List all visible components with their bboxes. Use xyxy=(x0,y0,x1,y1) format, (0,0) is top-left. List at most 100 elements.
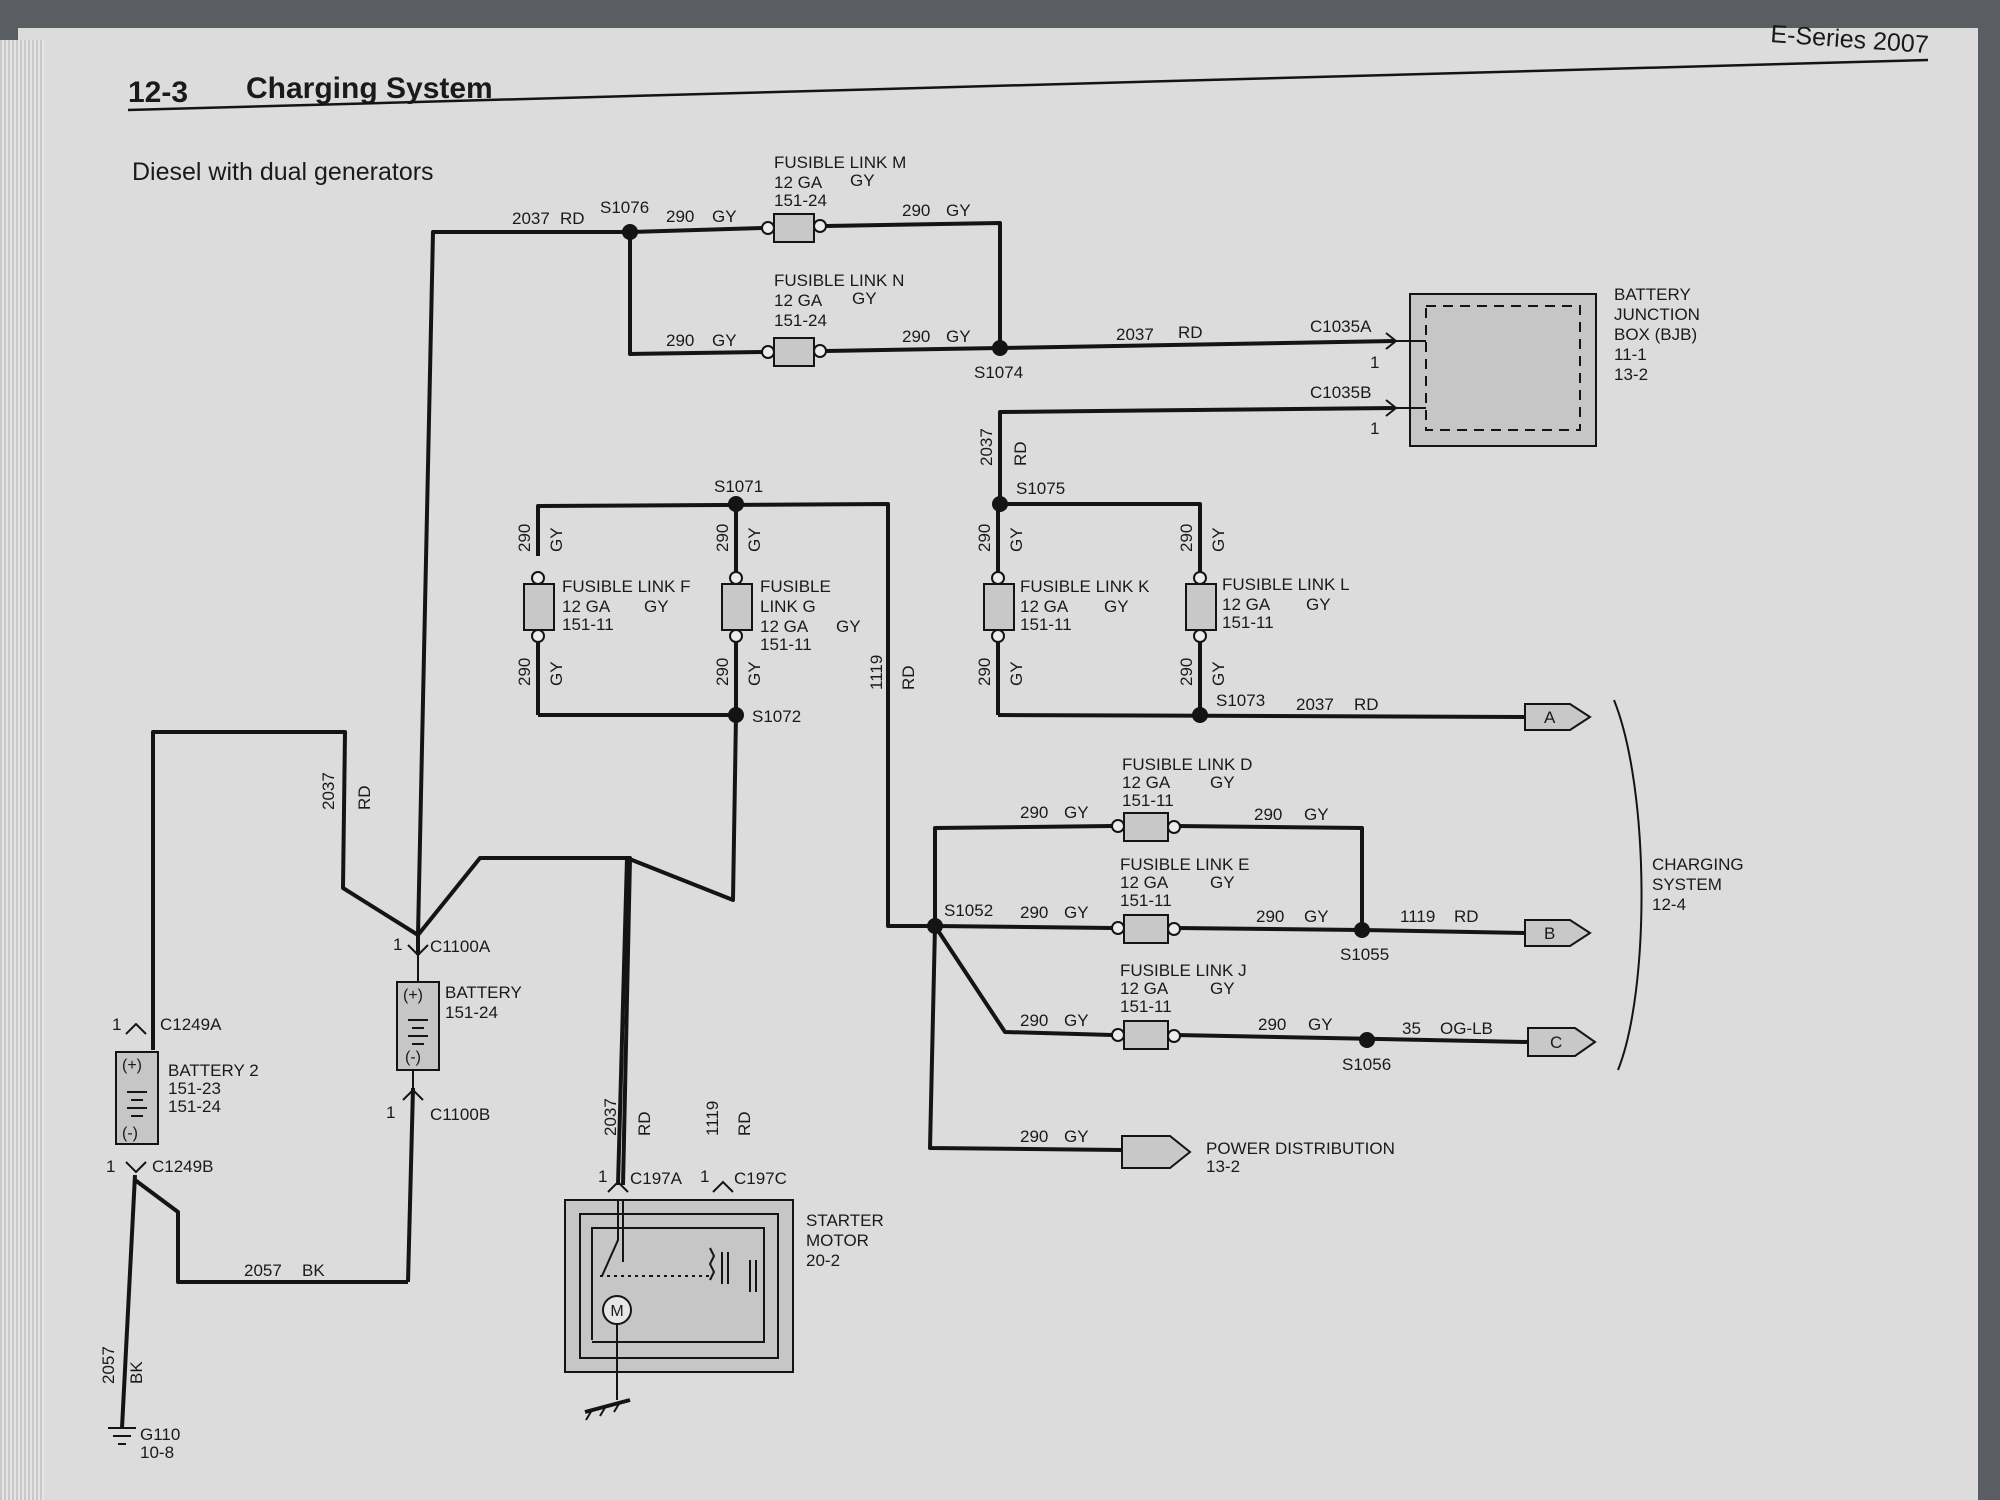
svg-text:GY: GY xyxy=(1007,661,1026,686)
svg-text:12 GA: 12 GA xyxy=(1020,597,1069,616)
svg-text:RD: RD xyxy=(1011,441,1030,466)
battery-junction-box xyxy=(1385,293,1597,447)
svg-text:GY: GY xyxy=(745,527,764,552)
fusible-link-f xyxy=(523,583,555,631)
svg-text:GY: GY xyxy=(1209,527,1228,552)
svg-text:S1072: S1072 xyxy=(752,707,801,726)
svg-text:290: 290 xyxy=(666,207,694,226)
ground-symbol xyxy=(108,1427,136,1445)
fusible-link-e xyxy=(1123,914,1169,944)
starter-motor-m: M xyxy=(610,1303,623,1320)
svg-text:RD: RD xyxy=(899,665,918,690)
diagram-subtitle: Diesel with dual generators xyxy=(132,158,434,186)
offpage-c xyxy=(1527,1027,1597,1057)
svg-text:C1035A: C1035A xyxy=(1310,317,1372,336)
svg-text:(-): (-) xyxy=(405,1049,421,1066)
svg-text:GY: GY xyxy=(1064,903,1089,922)
svg-text:1: 1 xyxy=(598,1167,607,1186)
svg-text:GY: GY xyxy=(745,661,764,686)
wire-2037-rd-starter xyxy=(416,856,632,1186)
svg-text:SYSTEM: SYSTEM xyxy=(1652,875,1722,894)
wire-2037-rd-s1075 xyxy=(998,406,1396,504)
svg-text:12 GA: 12 GA xyxy=(1120,979,1169,998)
svg-text:151-24: 151-24 xyxy=(168,1097,221,1116)
svg-text:290: 290 xyxy=(666,331,694,350)
svg-text:12 GA: 12 GA xyxy=(1120,873,1169,892)
battery2-symbol xyxy=(115,1022,159,1174)
page-number: 12-3 xyxy=(128,76,188,109)
svg-text:290: 290 xyxy=(1254,805,1282,824)
wire-2057-bk xyxy=(133,1178,408,1284)
svg-text:GY: GY xyxy=(1064,1127,1089,1146)
svg-text:1: 1 xyxy=(106,1157,115,1176)
svg-text:RD: RD xyxy=(1354,695,1379,714)
svg-text:290: 290 xyxy=(975,524,994,552)
wire-290-gy-n-in xyxy=(628,232,763,356)
svg-text:290: 290 xyxy=(515,658,534,686)
svg-text:1: 1 xyxy=(700,1167,709,1186)
svg-text:C1249B: C1249B xyxy=(152,1157,213,1176)
svg-text:RD: RD xyxy=(560,209,585,228)
svg-text:FUSIBLE LINK F: FUSIBLE LINK F xyxy=(562,577,690,596)
starter-motor: M xyxy=(564,1180,794,1421)
fusible-link-k xyxy=(983,583,1015,631)
svg-text:BATTERY: BATTERY xyxy=(445,983,522,1002)
svg-text:S1056: S1056 xyxy=(1342,1055,1391,1074)
svg-text:S1075: S1075 xyxy=(1016,479,1065,498)
svg-text:GY: GY xyxy=(547,661,566,686)
svg-text:RD: RD xyxy=(1178,323,1203,342)
svg-text:290: 290 xyxy=(1020,803,1048,822)
svg-text:B: B xyxy=(1544,924,1555,943)
svg-text:151-11: 151-11 xyxy=(1020,615,1072,634)
svg-text:STARTER: STARTER xyxy=(806,1211,884,1230)
svg-text:290: 290 xyxy=(713,524,732,552)
svg-text:CHARGING: CHARGING xyxy=(1652,855,1744,874)
battery-symbol xyxy=(396,944,440,1101)
svg-text:151-11: 151-11 xyxy=(760,635,812,654)
svg-text:151-11: 151-11 xyxy=(562,615,614,634)
wire-1119-rd-b xyxy=(1361,928,1526,935)
svg-text:S1055: S1055 xyxy=(1340,945,1389,964)
wire-290-gy-m-out xyxy=(825,221,1002,348)
svg-text:151-11: 151-11 xyxy=(1222,613,1274,632)
svg-text:151-11: 151-11 xyxy=(1120,997,1172,1016)
splice-s1076 xyxy=(622,224,638,240)
svg-text:2037: 2037 xyxy=(512,209,550,228)
svg-text:GY: GY xyxy=(644,597,669,616)
wire-2057-bk-ground xyxy=(120,1174,137,1429)
series-label: E-Series 2007 xyxy=(1770,20,1930,59)
svg-text:151-11: 151-11 xyxy=(1120,891,1172,910)
svg-text:GY: GY xyxy=(946,327,971,346)
svg-text:151-24: 151-24 xyxy=(774,191,827,210)
svg-text:GY: GY xyxy=(1104,597,1129,616)
svg-text:C1249A: C1249A xyxy=(160,1015,222,1034)
svg-text:151-24: 151-24 xyxy=(774,311,827,330)
wire-290-gy-d-in xyxy=(933,824,1113,926)
wire-290-gy-j-in xyxy=(933,924,1113,1037)
wire-290-gy-n-out xyxy=(825,346,1001,353)
svg-text:1119: 1119 xyxy=(1400,907,1435,926)
wire-1119-rd-starter xyxy=(616,714,738,1186)
svg-text:GY: GY xyxy=(1306,595,1331,614)
svg-text:GY: GY xyxy=(1304,805,1329,824)
svg-text:151-11: 151-11 xyxy=(1122,791,1174,810)
fusible-link-n xyxy=(773,337,815,367)
svg-text:11-1: 11-1 xyxy=(1614,345,1647,364)
svg-text:C1035B: C1035B xyxy=(1310,383,1371,402)
splice-s1055 xyxy=(1354,922,1370,938)
svg-text:13-2: 13-2 xyxy=(1206,1157,1240,1176)
wire-290-gy-power xyxy=(928,925,1123,1152)
svg-text:(+): (+) xyxy=(403,987,423,1004)
svg-text:1119: 1119 xyxy=(703,1101,722,1136)
svg-text:RD: RD xyxy=(635,1111,654,1136)
svg-text:290: 290 xyxy=(713,658,732,686)
svg-text:1: 1 xyxy=(1370,419,1379,438)
svg-text:FUSIBLE LINK L: FUSIBLE LINK L xyxy=(1222,575,1350,594)
svg-text:G110: G110 xyxy=(140,1425,180,1444)
splice-s1072 xyxy=(728,707,744,723)
svg-text:290: 290 xyxy=(1258,1015,1286,1034)
page-title: Charging System xyxy=(246,72,493,105)
splice-s1074 xyxy=(992,340,1008,356)
svg-text:MOTOR: MOTOR xyxy=(806,1231,869,1250)
label-fusible-link-m: FUSIBLE LINK M xyxy=(774,153,906,172)
